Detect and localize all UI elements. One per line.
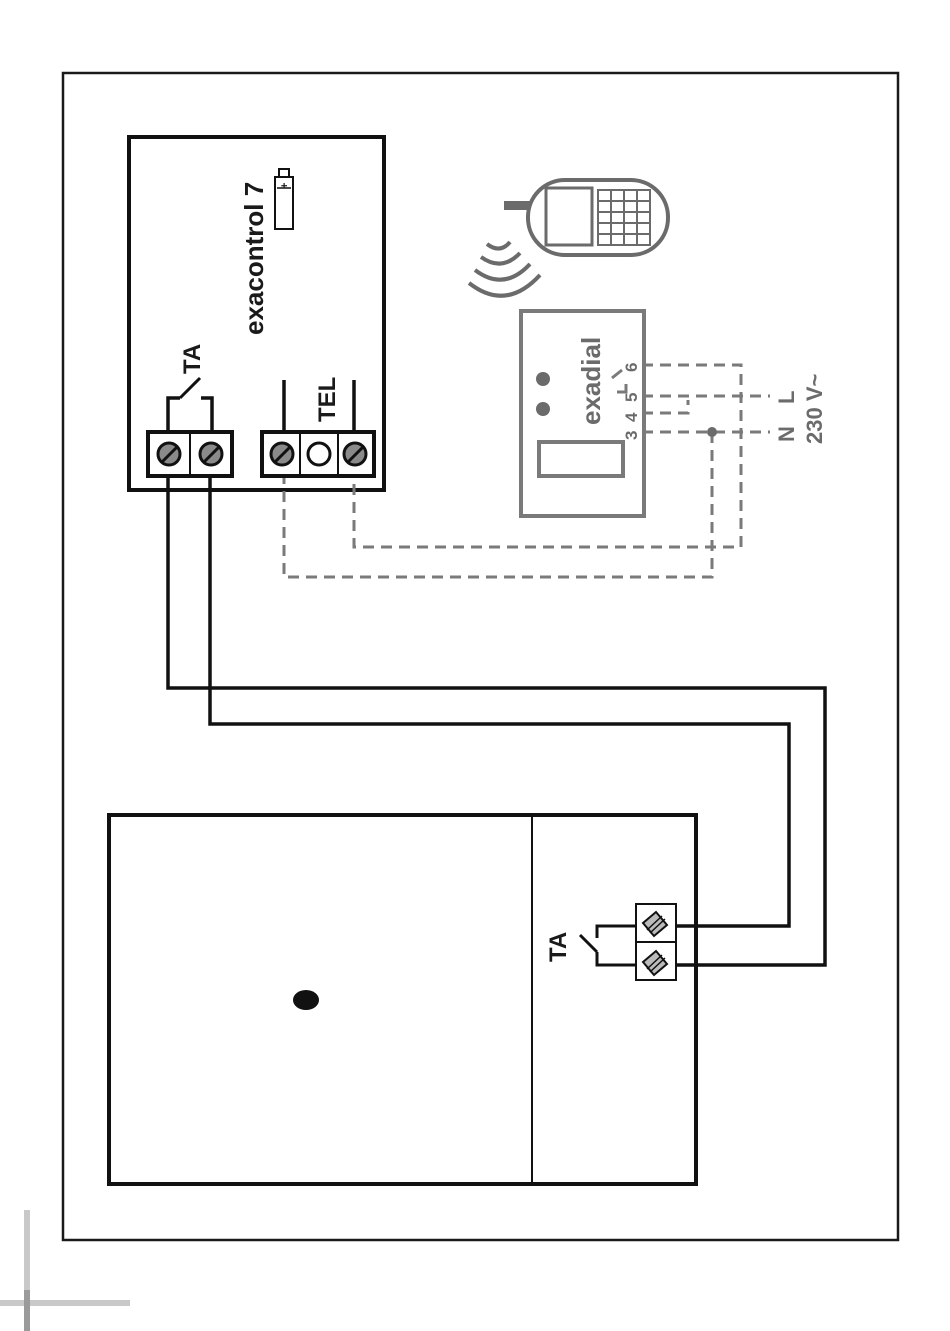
exadial-dashed-wiring — [284, 365, 770, 577]
screw-terminal-icon — [271, 443, 293, 465]
crop-mark — [0, 1210, 130, 1331]
n-label: N — [774, 426, 799, 442]
exacontrol-label: exacontrol 7 — [239, 182, 269, 335]
screw-terminal-icon — [200, 443, 222, 465]
exadial-label: exadial — [576, 337, 606, 425]
outer-frame — [63, 73, 898, 1240]
screw-terminal-icon — [643, 951, 667, 975]
exacontrol-unit: exacontrol 7 + TA TEL — [129, 137, 384, 490]
switch-symbol-icon — [168, 378, 212, 433]
tel-label: TEL — [314, 377, 341, 422]
screw-terminal-icon — [643, 912, 667, 936]
screw-terminal-icon — [344, 443, 366, 465]
exadial-unit: exadial 3 4 5 6 — [521, 311, 644, 516]
voltage-label: 230 V~ — [802, 374, 827, 444]
ta-terminal-block — [148, 432, 232, 476]
indicator-dot — [293, 990, 319, 1010]
terminal-6-label: 6 — [622, 363, 641, 372]
terminal-3-label: 3 — [622, 431, 641, 440]
screw-terminal-icon — [158, 443, 180, 465]
l-label: L — [774, 391, 799, 404]
ta-top-label: TA — [179, 344, 206, 374]
battery-icon: + — [275, 169, 293, 229]
tel-terminal-block — [262, 432, 374, 476]
svg-text:+: + — [279, 183, 291, 189]
switch-symbol-icon — [580, 926, 636, 965]
lower-device: TA — [109, 815, 696, 1184]
ta-wiring — [168, 476, 825, 965]
radio-waves-icon — [469, 242, 540, 296]
terminal-4-label: 4 — [622, 412, 641, 422]
terminal-5-label: 5 — [622, 393, 641, 402]
ta-bottom-label: TA — [545, 932, 572, 962]
mobile-phone-icon — [504, 180, 668, 255]
